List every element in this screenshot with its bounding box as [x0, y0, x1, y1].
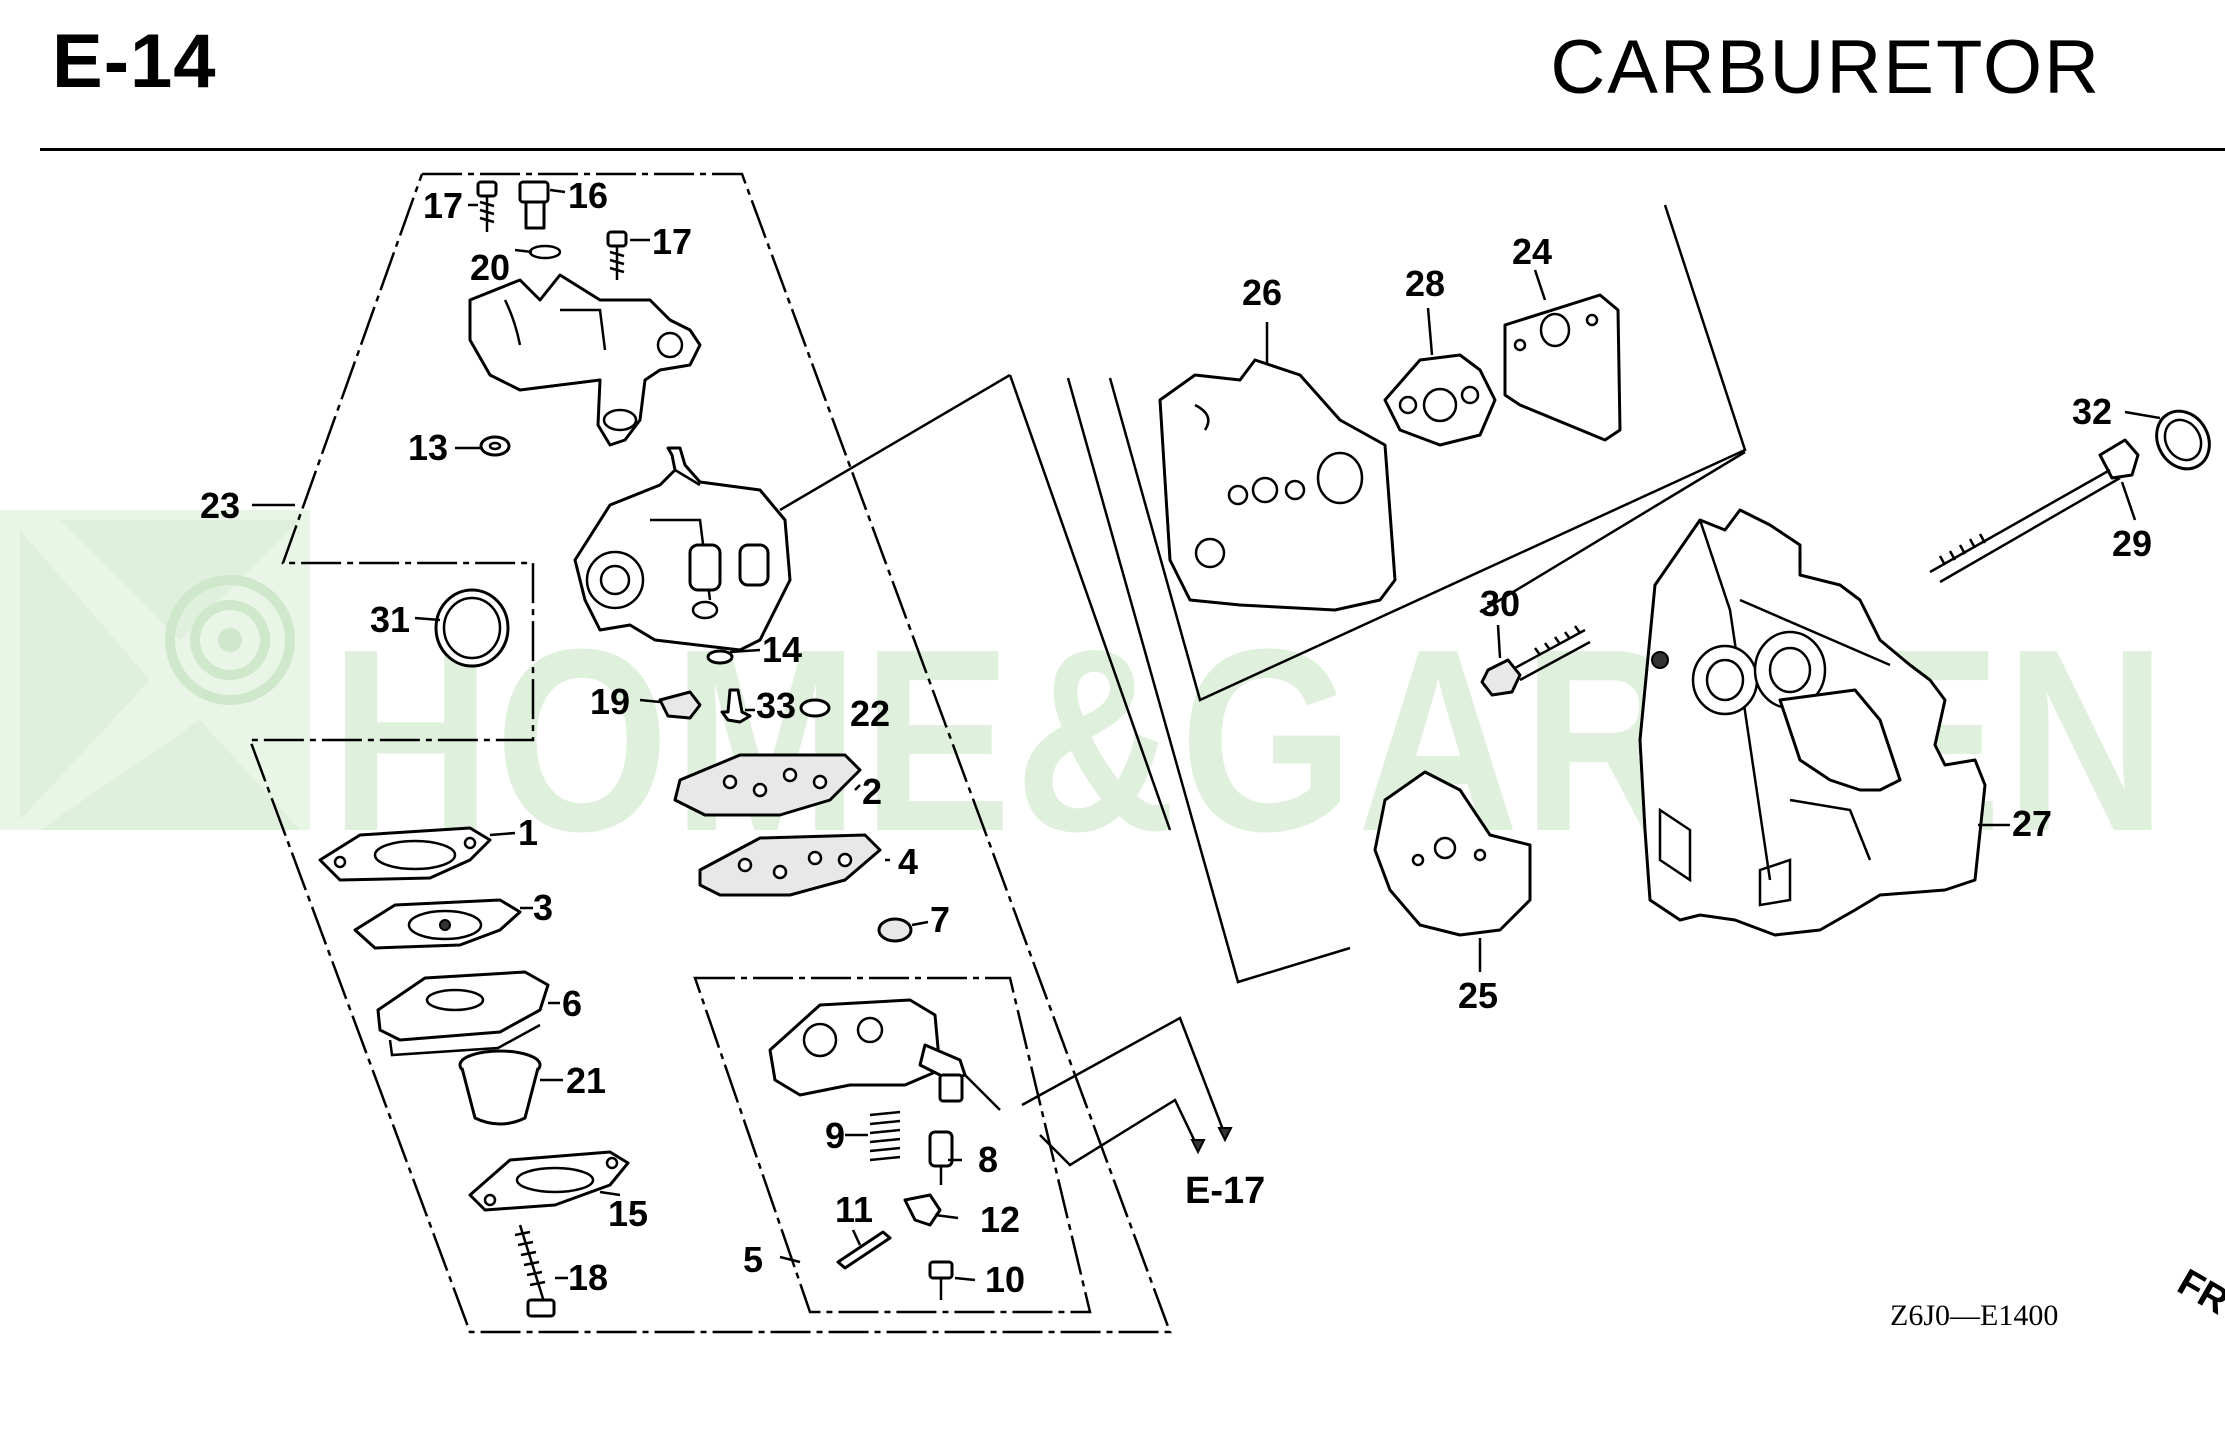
gasket-1: [318, 826, 492, 882]
gasket-26: [1158, 358, 1397, 612]
page-code: E-14: [52, 19, 217, 104]
callout-31: 31: [370, 599, 410, 640]
throttle-bracket: [468, 273, 702, 447]
callout-26: 26: [1242, 272, 1282, 313]
page-title: CARBURETOR: [1550, 25, 2101, 110]
gasket-24: [1503, 293, 1622, 442]
leader-lines: [252, 188, 2161, 1282]
washer-20: [528, 244, 562, 260]
callout-4: 4: [898, 841, 918, 882]
watermark-leaf-logo: [0, 510, 310, 830]
screw-17a: [476, 180, 498, 232]
callout-2: 2: [862, 771, 882, 812]
callout-29: 29: [2112, 523, 2152, 564]
callout-labels: 17 16 17 20 13 23 31 14 19 33 22 2 4 7 1…: [200, 175, 2152, 1300]
carburetor-assembly-frame: [248, 172, 1172, 1334]
spring-9: [869, 1110, 901, 1162]
callout-13: 13: [408, 427, 448, 468]
pin-11: [836, 1230, 892, 1270]
bolt-30: [1480, 625, 1591, 697]
callout-10: 10: [985, 1259, 1025, 1300]
callout-28: 28: [1405, 263, 1445, 304]
callout-8: 8: [978, 1139, 998, 1180]
callout-24: 24: [1512, 231, 1552, 272]
callout-17a: 17: [423, 185, 463, 226]
pump-cover-6: [376, 970, 550, 1057]
callout-33: 33: [756, 685, 796, 726]
cup-21: [458, 1049, 542, 1126]
callout-7: 7: [930, 899, 950, 940]
carburetor-body: [573, 446, 792, 652]
cover-15: [468, 1150, 630, 1212]
callout-22: 22: [850, 693, 890, 734]
diaphragm-3: [353, 898, 522, 950]
plug-19: [658, 690, 702, 720]
clip-13: [479, 435, 511, 457]
gasket-25: [1373, 770, 1532, 937]
callout-30: 30: [1480, 583, 1520, 624]
screw-18: [514, 1224, 556, 1318]
callout-16: 16: [568, 175, 608, 216]
needle-33: [720, 688, 752, 724]
reference-lines-e17: [1021, 1016, 1233, 1167]
callout-12: 12: [980, 1199, 1020, 1240]
callout-18: 18: [568, 1257, 608, 1298]
callout-6: 6: [562, 983, 582, 1024]
callout-3: 3: [533, 887, 553, 928]
corner-direction-label: FR: [2171, 1261, 2225, 1323]
callout-15: 15: [608, 1193, 648, 1234]
cross-reference-label[interactable]: E-17: [1185, 1170, 1265, 1212]
screw-17b: [606, 230, 628, 280]
gasket-2: [673, 753, 862, 817]
needle-valve-8: [928, 1130, 954, 1185]
diaphragm-4: [698, 833, 882, 897]
callout-11: 11: [835, 1189, 873, 1230]
washer-22: [799, 698, 831, 718]
callout-19: 19: [590, 681, 630, 722]
filter-7: [877, 917, 913, 943]
header-divider: [40, 148, 2225, 151]
gasket-28: [1383, 353, 1497, 447]
callout-25: 25: [1458, 975, 1498, 1016]
pump-body-5: [768, 998, 1001, 1111]
o-ring-31: [434, 588, 510, 668]
callout-5: 5: [743, 1239, 763, 1280]
callout-21: 21: [566, 1060, 606, 1101]
callout-32: 32: [2072, 391, 2112, 432]
callout-9: 9: [825, 1115, 845, 1156]
callout-1: 1: [518, 812, 538, 853]
callout-14: 14: [762, 629, 802, 670]
jet-14: [706, 649, 734, 665]
callout-20: 20: [470, 247, 510, 288]
screw-10: [928, 1260, 954, 1300]
callout-17b: 17: [652, 221, 692, 262]
lever-12: [903, 1193, 942, 1227]
intake-housing-27: [1638, 508, 1987, 937]
long-bolt-29: [1929, 438, 2140, 584]
callout-23: 23: [200, 485, 240, 526]
washer-32: [2155, 409, 2211, 471]
fitting-16: [518, 180, 550, 230]
gasket-set-frame: [1066, 204, 1747, 984]
drawing-code: Z6J0—E1400: [1890, 1299, 2058, 1332]
callout-27: 27: [2012, 803, 2052, 844]
